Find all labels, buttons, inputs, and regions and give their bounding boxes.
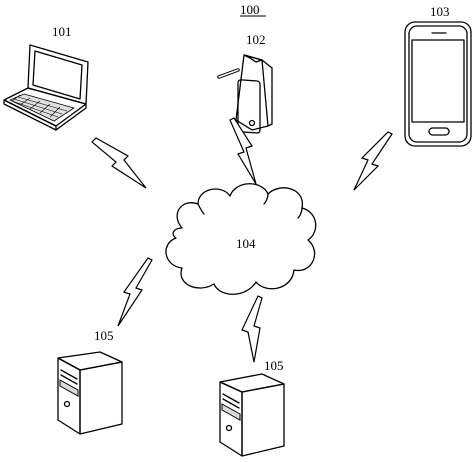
phone-icon [404,21,472,147]
server-right-label: 105 [264,358,284,373]
tablet-icon [217,54,273,134]
laptop-icon [3,44,89,131]
server-icon [57,351,123,435]
cloud-icon [165,183,317,295]
wireless-link-icon [229,117,257,185]
wireless-link-icon [241,295,263,363]
server-left-label: 105 [94,328,114,343]
server-icon [219,373,285,457]
tablet-label: 102 [246,32,266,47]
wireless-link-icon [91,137,147,189]
laptop-label: 101 [52,24,72,39]
wireless-link-icon [117,257,153,327]
network-label: 104 [236,236,256,251]
system-label: 100 [240,2,260,17]
phone-label: 103 [430,4,450,19]
wireless-link-icon [353,131,393,191]
